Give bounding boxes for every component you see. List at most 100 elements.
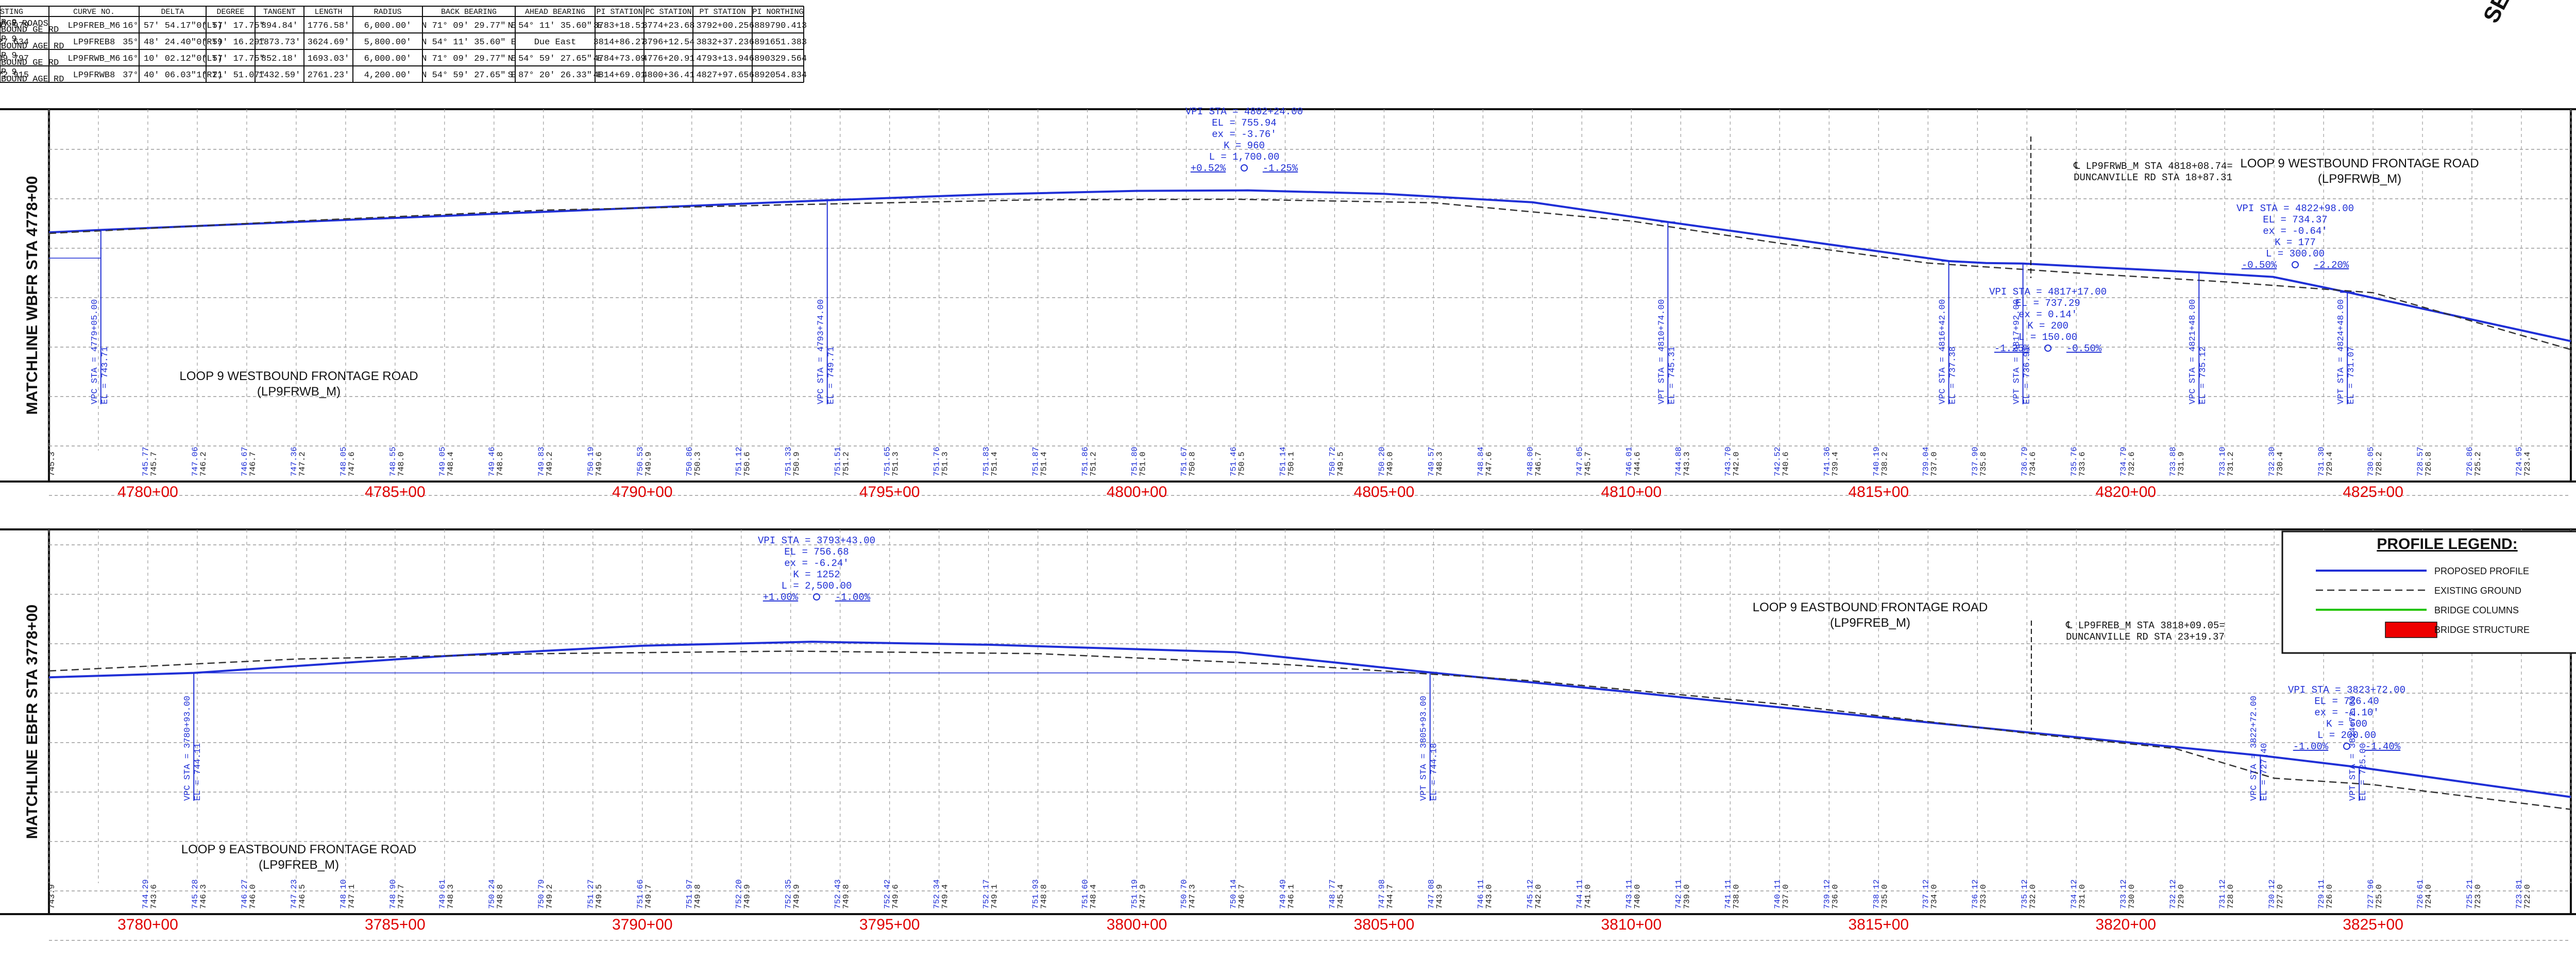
station-label: 3815+00 (1848, 916, 1909, 933)
vpi-marker (1241, 164, 1248, 171)
vpi-annotation-line: ex = 0.14' (2019, 309, 2077, 320)
vpc-vpt-label: EL = 744.11 (193, 743, 203, 801)
proposed-elevation: 741.11 (1723, 879, 1733, 909)
proposed-elevation: 730.12 (2267, 879, 2277, 909)
vpi-annotation-line: K = 960 (1224, 140, 1265, 151)
existing-elevation: 731.0 (2078, 884, 2087, 909)
existing-elevation: 748.3 (1435, 452, 1444, 476)
vpc-vpt-label: EL = 737.38 (1948, 347, 1958, 404)
vpi-annotation-line: EL = 734.37 (2263, 214, 2327, 226)
proposed-elevation: 746.11 (1476, 879, 1485, 909)
existing-elevation: 749.5 (595, 884, 604, 909)
table-cell: 1873.73' (259, 38, 301, 47)
station-label: 4800+00 (1107, 484, 1167, 501)
vpc-vpt-label: EL = 744.18 (1430, 743, 1439, 801)
table-row-prefix: P 9 (1, 18, 17, 28)
proposed-elevation: 732.12 (2168, 879, 2178, 909)
station-label: 4805+00 (1354, 484, 1415, 501)
proposed-elevation: 751.19 (1130, 879, 1140, 909)
vpc-vpt-label: VPC STA = 3780+93.00 (183, 696, 193, 801)
existing-elevation: 748.4 (446, 452, 455, 476)
station-label: 3790+00 (612, 916, 673, 933)
proposed-elevation: 746.27 (240, 879, 249, 909)
proposed-elevation: 745.12 (1526, 879, 1535, 909)
proposed-elevation: 747.23 (290, 879, 299, 909)
proposed-elevation: 736.79 (2020, 446, 2029, 476)
existing-elevation: 734.6 (2028, 452, 2038, 476)
table-cell: N 54° 59' 27.65" E (508, 54, 603, 64)
proposed-elevation: 735.76 (2070, 446, 2079, 476)
vpi-annotation-line: K = 500 (2326, 718, 2367, 730)
proposed-elevation: 749.83 (537, 446, 546, 476)
proposed-elevation: 751.60 (1081, 879, 1090, 909)
proposed-elevation: 738.12 (1872, 879, 1881, 909)
vpi-marker (813, 593, 820, 600)
vpi-annotation-line: L = 2,500.00 (782, 580, 852, 592)
proposed-elevation: 749.46 (487, 446, 497, 476)
proposed-elevation: 739.12 (1822, 879, 1832, 909)
existing-elevation: 728.0 (2226, 884, 2235, 909)
legend-label: BRIDGE STRUCTURE (2434, 625, 2530, 635)
proposed-elevation: 733.10 (2218, 446, 2227, 476)
existing-elevation: 744.6 (1633, 452, 1642, 476)
table-cell: 3792+00.25 (696, 21, 749, 31)
table-cell: 6891651.383 (749, 38, 807, 47)
table-cell: Due East (534, 38, 577, 47)
table-cell: LP9FREB_M6 (67, 21, 120, 31)
table-cell: 2761.23' (308, 71, 350, 80)
vpi-annotation-line: VPI STA = 4817+17.00 (1989, 286, 2107, 298)
vpi-annotation-line: ℄ LP9FREB_M STA 3818+09.05= (2065, 620, 2225, 631)
vpi-annotation-line: L = 300.00 (2266, 248, 2325, 260)
proposed-elevation: 752.43 (834, 879, 843, 909)
existing-elevation: 749.2 (545, 452, 554, 476)
proposed-elevation: 752.34 (933, 879, 942, 909)
table-cell: 4776+20.91 (642, 54, 694, 64)
proposed-elevation: 750.19 (586, 446, 596, 476)
proposed-elevation: 751.14 (1279, 446, 1288, 476)
proposed-elevation: 750.20 (1377, 446, 1386, 476)
table-cell: 4800+36.41 (642, 71, 694, 80)
proposed-elevation: 749.05 (438, 446, 447, 476)
proposed-elevation: 732.30 (2267, 446, 2277, 476)
table-cell: 4827+97.65 (696, 71, 749, 80)
existing-elevation: 751.2 (842, 452, 851, 476)
proposed-elevation: 750.24 (487, 879, 497, 909)
station-label: 3785+00 (365, 916, 426, 933)
existing-elevation: 740.0 (1633, 884, 1642, 909)
existing-elevation: 746.3 (199, 884, 208, 909)
existing-ground-line (48, 650, 2571, 810)
table-header: BACK BEARING (441, 8, 497, 16)
proposed-elevation: 748.90 (388, 879, 398, 909)
proposed-elevation: 748.84 (1476, 446, 1485, 476)
westbound-profile-panel: 7607507407307207107006904780+004785+0047… (0, 106, 2576, 501)
existing-elevation: 722.0 (2523, 884, 2532, 909)
table-cell: 4793+13.94 (696, 54, 749, 64)
table-cell: 6890329.564 (749, 54, 807, 64)
existing-elevation: 741.0 (1583, 884, 1592, 909)
table-cell: 3774+23.68 (642, 21, 694, 31)
proposed-elevation: 744.29 (141, 879, 150, 909)
legend-label: PROPOSED PROFILE (2434, 566, 2529, 576)
vpi-annotation-line: DUNCANVILLE RD STA 23+19.37 (2066, 631, 2225, 643)
table-cell: 852.18' (261, 54, 298, 64)
existing-elevation: 742.0 (1534, 884, 1543, 909)
proposed-elevation: 746.01 (1624, 446, 1634, 476)
existing-elevation: 751.2 (1089, 452, 1098, 476)
existing-elevation: 739.0 (1682, 884, 1691, 909)
vpc-vpt-label: EL = 727.40 (2260, 743, 2269, 801)
proposed-elevation: 728.57 (2416, 446, 2425, 476)
proposed-elevation: 744.88 (1674, 446, 1683, 476)
existing-elevation: 746.7 (1534, 452, 1543, 476)
table-cell: 2458727.634 (0, 38, 29, 47)
table-cell: 16° 57' 54.17" (LT) (123, 21, 223, 31)
table-cell: N 71° 09' 29.77" E (421, 21, 516, 31)
proposed-elevation: 751.87 (1031, 446, 1041, 476)
vpi-annotation-line: L = 1,700.00 (1209, 151, 1280, 163)
vpi-annotation-line: EL = 726.40 (2314, 696, 2379, 707)
existing-elevation: 745.4 (1336, 884, 1345, 909)
existing-elevation: 723.0 (2473, 884, 2483, 909)
table-header: PI NORTHING (752, 8, 803, 16)
proposed-elevation: 746.67 (240, 446, 249, 476)
vpi-annotation-line: VPI STA = 4802+24.00 (1185, 106, 1303, 117)
